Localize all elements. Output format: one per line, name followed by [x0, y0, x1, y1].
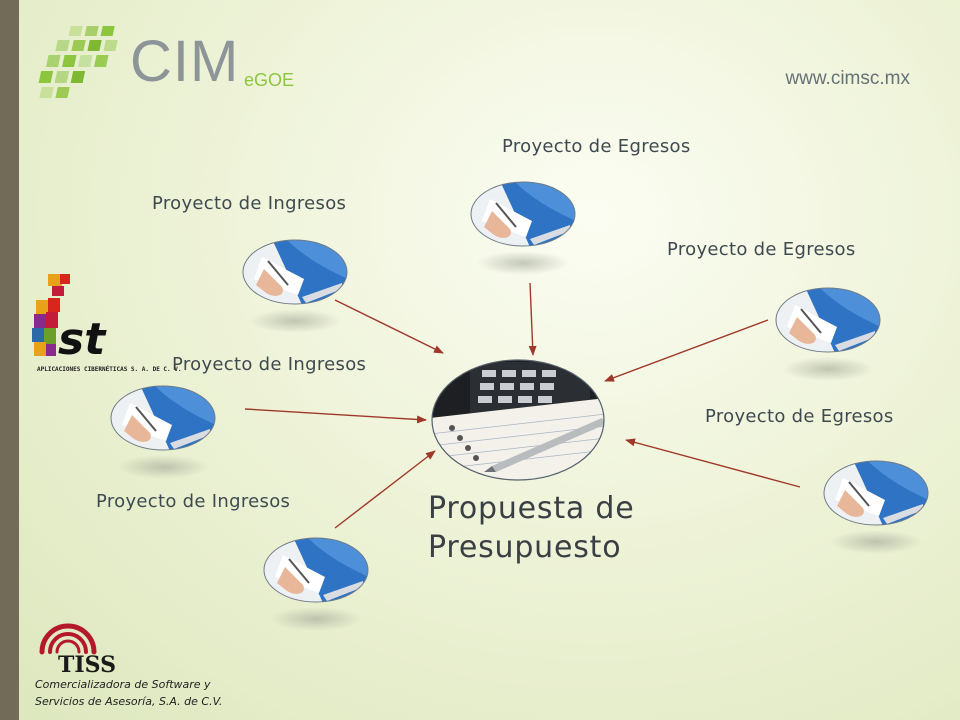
brand-subtitle: eGOE [244, 70, 295, 90]
ist-logo-text: st [58, 314, 107, 365]
arrow-middle-left-ingresos [244, 408, 427, 424]
central-label-line2: Presupuesto [428, 530, 622, 565]
central-label-line1: Propuesta de [428, 491, 635, 526]
tiss-caption-line2: Servicios de Asesoría, S.A. de C.V. [35, 695, 223, 708]
node-label-top-egresos: Proyecto de Egresos [502, 136, 691, 157]
node-label-upper-right-egresos: Proyecto de Egresos [667, 239, 856, 260]
website-url[interactable]: www.cimsc.mx [785, 68, 910, 89]
arrow-lower-left-ingresos [334, 450, 436, 529]
arrow-lower-right-egresos [625, 438, 801, 488]
arrow-upper-right-egresos [604, 319, 769, 382]
tiss-caption: Comercializadora de Software y Servicios… [35, 676, 222, 710]
tiss-logo-icon: TISS [39, 623, 116, 676]
ist-logo-icon: st [32, 274, 107, 365]
project-image-top-egresos [470, 181, 578, 281]
project-image-upper-right-egresos [775, 287, 883, 387]
project-image-middle-left-ingresos [110, 385, 218, 485]
project-image-lower-left-ingresos [263, 537, 371, 637]
node-label-lower-left-ingresos: Proyecto de Ingresos [96, 491, 291, 512]
central-node-label: Propuesta de Presupuesto [428, 489, 635, 567]
left-accent-bar [0, 0, 19, 720]
ist-caption: APLICACIONES CIBERNÉTICAS S. A. DE C. V. [37, 366, 182, 373]
arrow-top-egresos [528, 282, 537, 356]
node-label-lower-right-egresos: Proyecto de Egresos [705, 406, 894, 427]
node-label-upper-left-ingresos: Proyecto de Ingresos [152, 193, 347, 214]
project-image-upper-left-ingresos [242, 239, 350, 339]
brand-title: CIM [130, 29, 240, 94]
calculator-image-icon [431, 359, 605, 481]
cim-logo-grid-icon [38, 26, 118, 98]
project-image-lower-right-egresos [823, 460, 931, 560]
arrow-upper-left-ingresos [334, 299, 444, 354]
tiss-logo-text: TISS [58, 652, 116, 676]
node-label-middle-left-ingresos: Proyecto de Ingresos [172, 354, 367, 375]
tiss-caption-line1: Comercializadora de Software y [35, 678, 211, 691]
